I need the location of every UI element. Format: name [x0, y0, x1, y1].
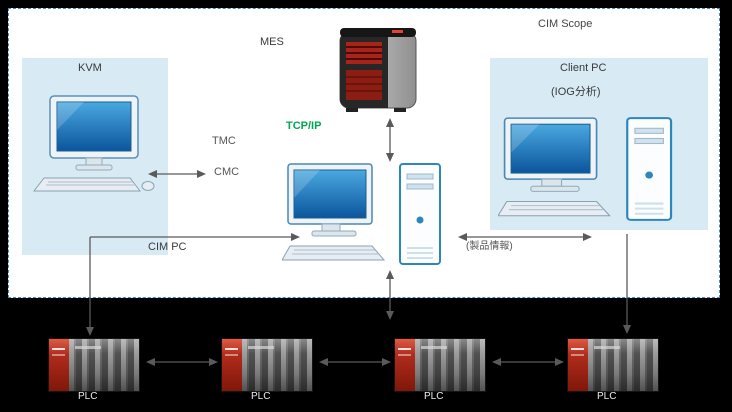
- arrow-plc3-plc4: [492, 358, 564, 366]
- plc-modules: [415, 339, 485, 391]
- plc-red-module: [395, 339, 415, 391]
- cim-pc-label: CIM PC: [148, 241, 187, 253]
- cim-pc-icon: [282, 163, 441, 265]
- tcpip-label: TCP/IP: [286, 120, 322, 132]
- plc-red-module: [568, 339, 588, 391]
- plc-red-module: [222, 339, 242, 391]
- plc-modules: [588, 339, 658, 391]
- kvm-label: KVM: [78, 62, 102, 74]
- plc-image: [221, 338, 313, 392]
- mes-server-icon: [339, 28, 417, 112]
- client-pc-title: Client PC: [560, 62, 607, 74]
- plc-label: PLC: [424, 391, 444, 402]
- plc-image: [394, 338, 486, 392]
- plc-red-module: [49, 339, 69, 391]
- tmc-label: TMC: [212, 135, 236, 147]
- arrow-plc2-plc3: [319, 358, 391, 366]
- mes-label: MES: [260, 36, 284, 48]
- plc-label: PLC: [78, 391, 98, 402]
- arrow-mes-cimpc: [386, 118, 394, 162]
- arrow-cimpc-to-plc-row: [386, 270, 394, 320]
- plc-image: [48, 338, 140, 392]
- product-info-label: (製品情報): [466, 241, 513, 252]
- arrow-cimpc-clientpc: [458, 233, 592, 241]
- plc-image: [567, 338, 659, 392]
- kvm-computer-icon: [32, 95, 155, 192]
- plc-modules: [242, 339, 312, 391]
- arrow-plc1-plc2: [146, 358, 218, 366]
- arrow-kvm-cimpc: [148, 170, 206, 178]
- plc-modules: [69, 339, 139, 391]
- client-pc-icon: [498, 117, 673, 221]
- connector-kvm-to-plc1: [86, 233, 300, 336]
- cim-scope-label: CIM Scope: [538, 18, 593, 30]
- cmc-label: CMC: [214, 166, 240, 178]
- plc-label: PLC: [597, 391, 617, 402]
- plc-label: PLC: [251, 391, 271, 402]
- connector-clientpc-to-plc4: [623, 234, 631, 334]
- client-pc-subtitle: (IOG分析): [551, 86, 601, 98]
